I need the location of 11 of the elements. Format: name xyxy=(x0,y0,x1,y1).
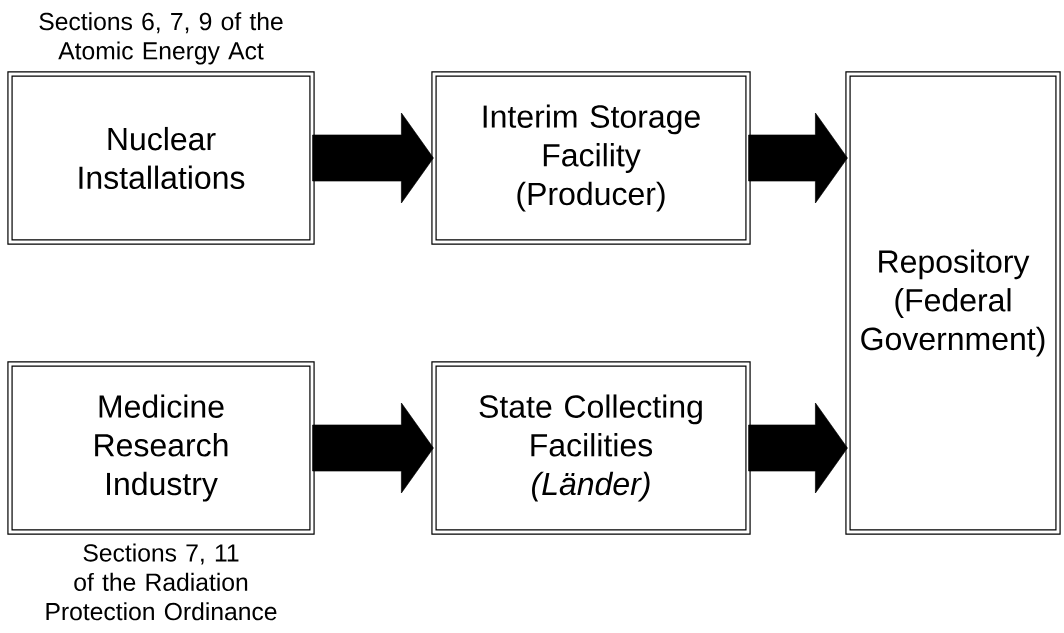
process-box: State Collecting Facilities (Länder) xyxy=(431,361,751,535)
block-arrow xyxy=(312,402,434,494)
block-arrow xyxy=(312,112,434,204)
process-box: Interim Storage Facility (Producer) xyxy=(431,71,751,245)
process-box: Medicine Research Industry xyxy=(7,361,315,535)
block-arrow xyxy=(748,112,848,204)
block-arrow xyxy=(748,402,848,494)
annotation-text: Sections 6, 7, 9 of the Atomic Energy Act xyxy=(39,12,283,65)
process-box: Nuclear Installations xyxy=(7,71,315,245)
annotation-text: Sections 7, 11 of the Radiation Protection Ordinance xyxy=(46,543,277,621)
process-box: Repository (Federal Government) xyxy=(845,71,1061,535)
